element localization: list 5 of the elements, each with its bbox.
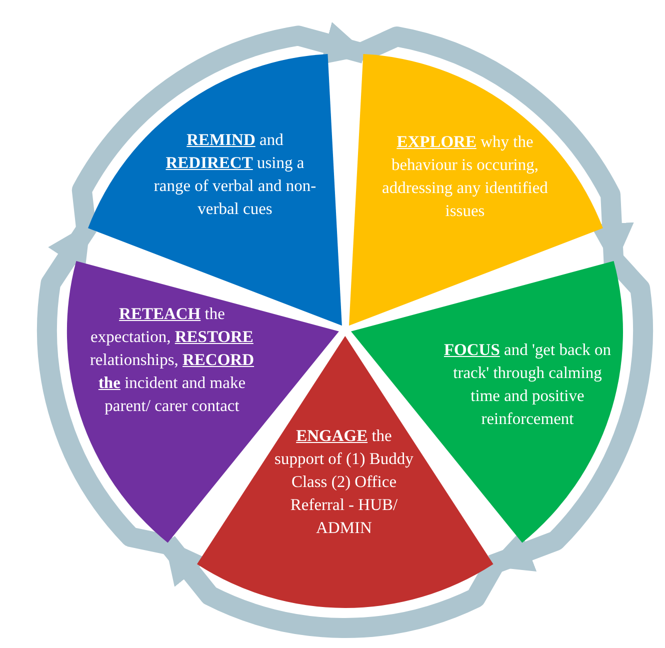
segment-text: ENGAGE the support of (1) Buddy Class (2) Office Referral - HUB/ ADMIN [274, 425, 414, 540]
segment-text: FOCUS and 'get back on track' through calming time and positive reinforcement [442, 338, 612, 430]
segment-text: RETEACH the expectation, RESTORE relationships, RECORD the incident and make parent/ carer contact [88, 302, 256, 418]
segment-text: REMIND and REDIRECT using a range of verbal and non-verbal cues [152, 128, 318, 220]
segment-text: EXPLORE why the behaviour is occuring, addressing any identified issues [381, 130, 549, 222]
